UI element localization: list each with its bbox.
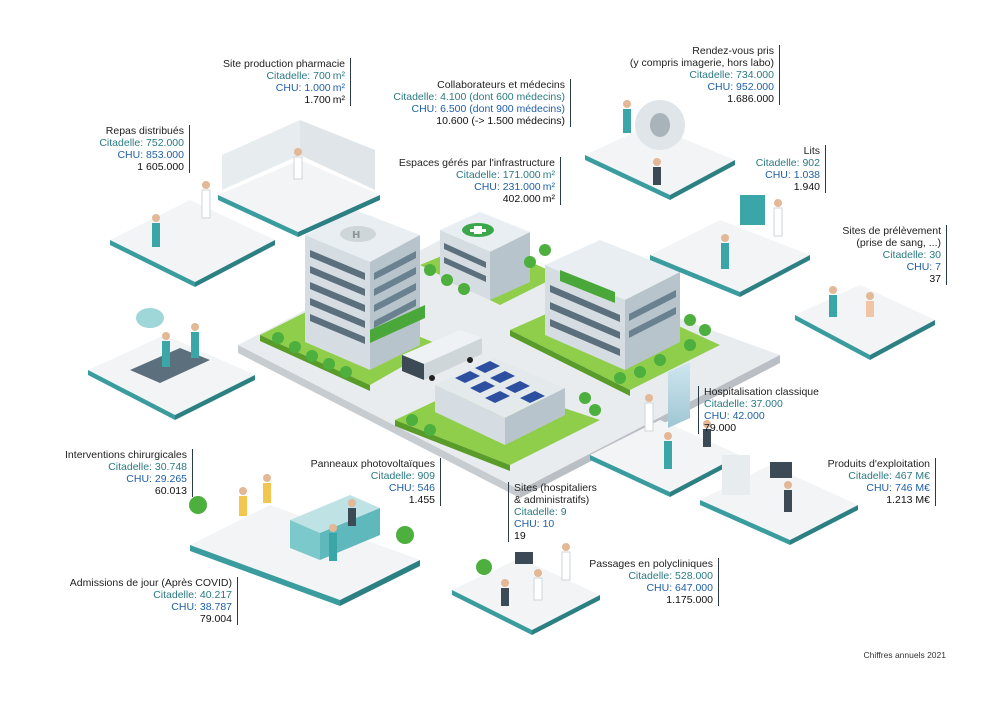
- label-title: Passages en polycliniques: [589, 558, 713, 570]
- label-total: 402.000 m²: [502, 193, 555, 205]
- label-total: 79.000: [704, 422, 737, 434]
- label-title: Repas distribués: [105, 125, 184, 137]
- label-citadelle: Citadelle: 752.000: [99, 137, 184, 149]
- label-collaborateurs-medecins: Collaborateurs et médecins Citadelle: 4.…: [390, 79, 571, 127]
- tall-hospital-tower: H: [305, 210, 425, 370]
- label-rendez-vous-pris: Rendez-vous pris (y compris imagerie, ho…: [612, 45, 780, 105]
- bus: [402, 330, 482, 381]
- label-title: Rendez-vous pris: [692, 45, 774, 57]
- mid-hospital-building: [440, 212, 530, 300]
- label-title: Interventions chirurgicales: [65, 449, 187, 461]
- label-chu: CHU: 29.265: [126, 473, 187, 485]
- right-hospital-building: [545, 240, 680, 370]
- label-citadelle: Citadelle: 909: [370, 470, 435, 482]
- label-espaces-infrastructure: Espaces gérés par l'infrastructure Citad…: [390, 157, 561, 205]
- label-chu: CHU: 952.000: [707, 81, 774, 93]
- label-chu: CHU: 10: [514, 518, 555, 530]
- trees: [272, 244, 711, 436]
- label-site-production-pharmacie: Site production pharmacie Citadelle: 700…: [210, 58, 351, 106]
- label-total: 60.013: [154, 485, 187, 497]
- room-tiles: [88, 100, 935, 635]
- label-title: Panneaux photovoltaïques: [310, 458, 435, 470]
- label-sites-hospitaliers: Sites (hospitaliers & administratifs) Ci…: [508, 482, 614, 542]
- label-title: Admissions de jour (Après COVID): [69, 577, 232, 589]
- label-title: Hospitalisation classique: [704, 386, 819, 398]
- label-total: 79.004: [199, 613, 232, 625]
- label-citadelle: Citadelle: 9: [514, 506, 567, 518]
- label-total: 19: [514, 530, 526, 542]
- label-title: Espaces gérés par l'infrastructure: [398, 157, 555, 169]
- label-total: 1.213 M€: [886, 494, 930, 506]
- label-chu: CHU: 746 M€: [866, 482, 930, 494]
- label-citadelle: Citadelle: 30: [882, 249, 941, 261]
- label-chu: CHU: 38.787: [171, 601, 232, 613]
- label-subtitle: (y compris imagerie, hors labo): [629, 57, 774, 69]
- label-citadelle: Citadelle: 467 M€: [848, 470, 930, 482]
- label-chu: CHU: 231.000 m²: [474, 181, 555, 193]
- label-citadelle: Citadelle: 734.000: [689, 69, 774, 81]
- solar-panel-building: [435, 358, 565, 445]
- label-citadelle: Citadelle: 171.000 m²: [456, 169, 555, 181]
- label-title: Lits: [803, 145, 820, 157]
- label-citadelle: Citadelle: 902: [755, 157, 820, 169]
- label-title: Collaborateurs et médecins: [437, 79, 565, 91]
- label-citadelle: Citadelle: 40.217: [153, 589, 232, 601]
- label-admissions-de-jour: Admissions de jour (Après COVID) Citadel…: [60, 577, 238, 625]
- label-total: 1.940: [793, 181, 820, 193]
- label-repas-distribues: Repas distribués Citadelle: 752.000 CHU:…: [80, 125, 190, 173]
- people: [152, 100, 874, 606]
- label-total: 1.175.000: [666, 594, 713, 606]
- label-title: Site production pharmacie: [223, 58, 345, 70]
- label-chu: CHU: 42.000: [704, 410, 765, 422]
- label-title: Sites de prélèvement: [842, 225, 941, 237]
- label-chu: CHU: 1.000 m²: [275, 82, 345, 94]
- label-chu: CHU: 1.038: [765, 169, 820, 181]
- label-chu: CHU: 853.000: [117, 149, 184, 161]
- label-total: 1.686.000: [727, 93, 774, 105]
- label-hospitalisation-classique: Hospitalisation classique Citadelle: 37.…: [698, 386, 834, 434]
- label-chu: CHU: 647.000: [646, 582, 713, 594]
- svg-text:H: H: [352, 230, 360, 241]
- label-total: 1 605.000: [137, 161, 184, 173]
- footer-note: Chiffres annuels 2021: [863, 650, 946, 660]
- label-subtitle: & administratifs): [514, 494, 590, 506]
- label-subtitle: (prise de sang, ...): [856, 237, 941, 249]
- label-citadelle: Citadelle: 528.000: [628, 570, 713, 582]
- label-total: 10.600 (-> 1.500 médecins): [436, 115, 565, 127]
- label-interventions-chirurgicales: Interventions chirurgicales Citadelle: 3…: [60, 449, 193, 497]
- label-lits: Lits Citadelle: 902 CHU: 1.038 1.940: [730, 145, 826, 193]
- label-total: 37: [929, 273, 941, 285]
- label-title: Produits d'exploitation: [827, 458, 930, 470]
- label-citadelle: Citadelle: 37.000: [704, 398, 783, 410]
- label-chu: CHU: 6.500 (dont 900 médecins): [411, 103, 566, 115]
- label-citadelle: Citadelle: 30.748: [108, 461, 187, 473]
- label-sites-prelevement: Sites de prélèvement (prise de sang, ...…: [826, 225, 947, 285]
- label-citadelle: Citadelle: 4.100 (dont 600 médecins): [393, 91, 565, 103]
- label-chu: CHU: 546: [388, 482, 435, 494]
- label-citadelle: Citadelle: 700 m²: [266, 70, 345, 82]
- label-total: 1.700 m²: [304, 94, 345, 106]
- label-panneaux-photovoltaiques: Panneaux photovoltaïques Citadelle: 909 …: [305, 458, 441, 506]
- label-produits-exploitation: Produits d'exploitation Citadelle: 467 M…: [810, 458, 936, 506]
- label-total: 1.455: [408, 494, 435, 506]
- label-chu: CHU: 7: [906, 261, 941, 273]
- label-title: Sites (hospitaliers: [514, 482, 597, 494]
- label-passages-polycliniques: Passages en polycliniques Citadelle: 528…: [585, 558, 719, 606]
